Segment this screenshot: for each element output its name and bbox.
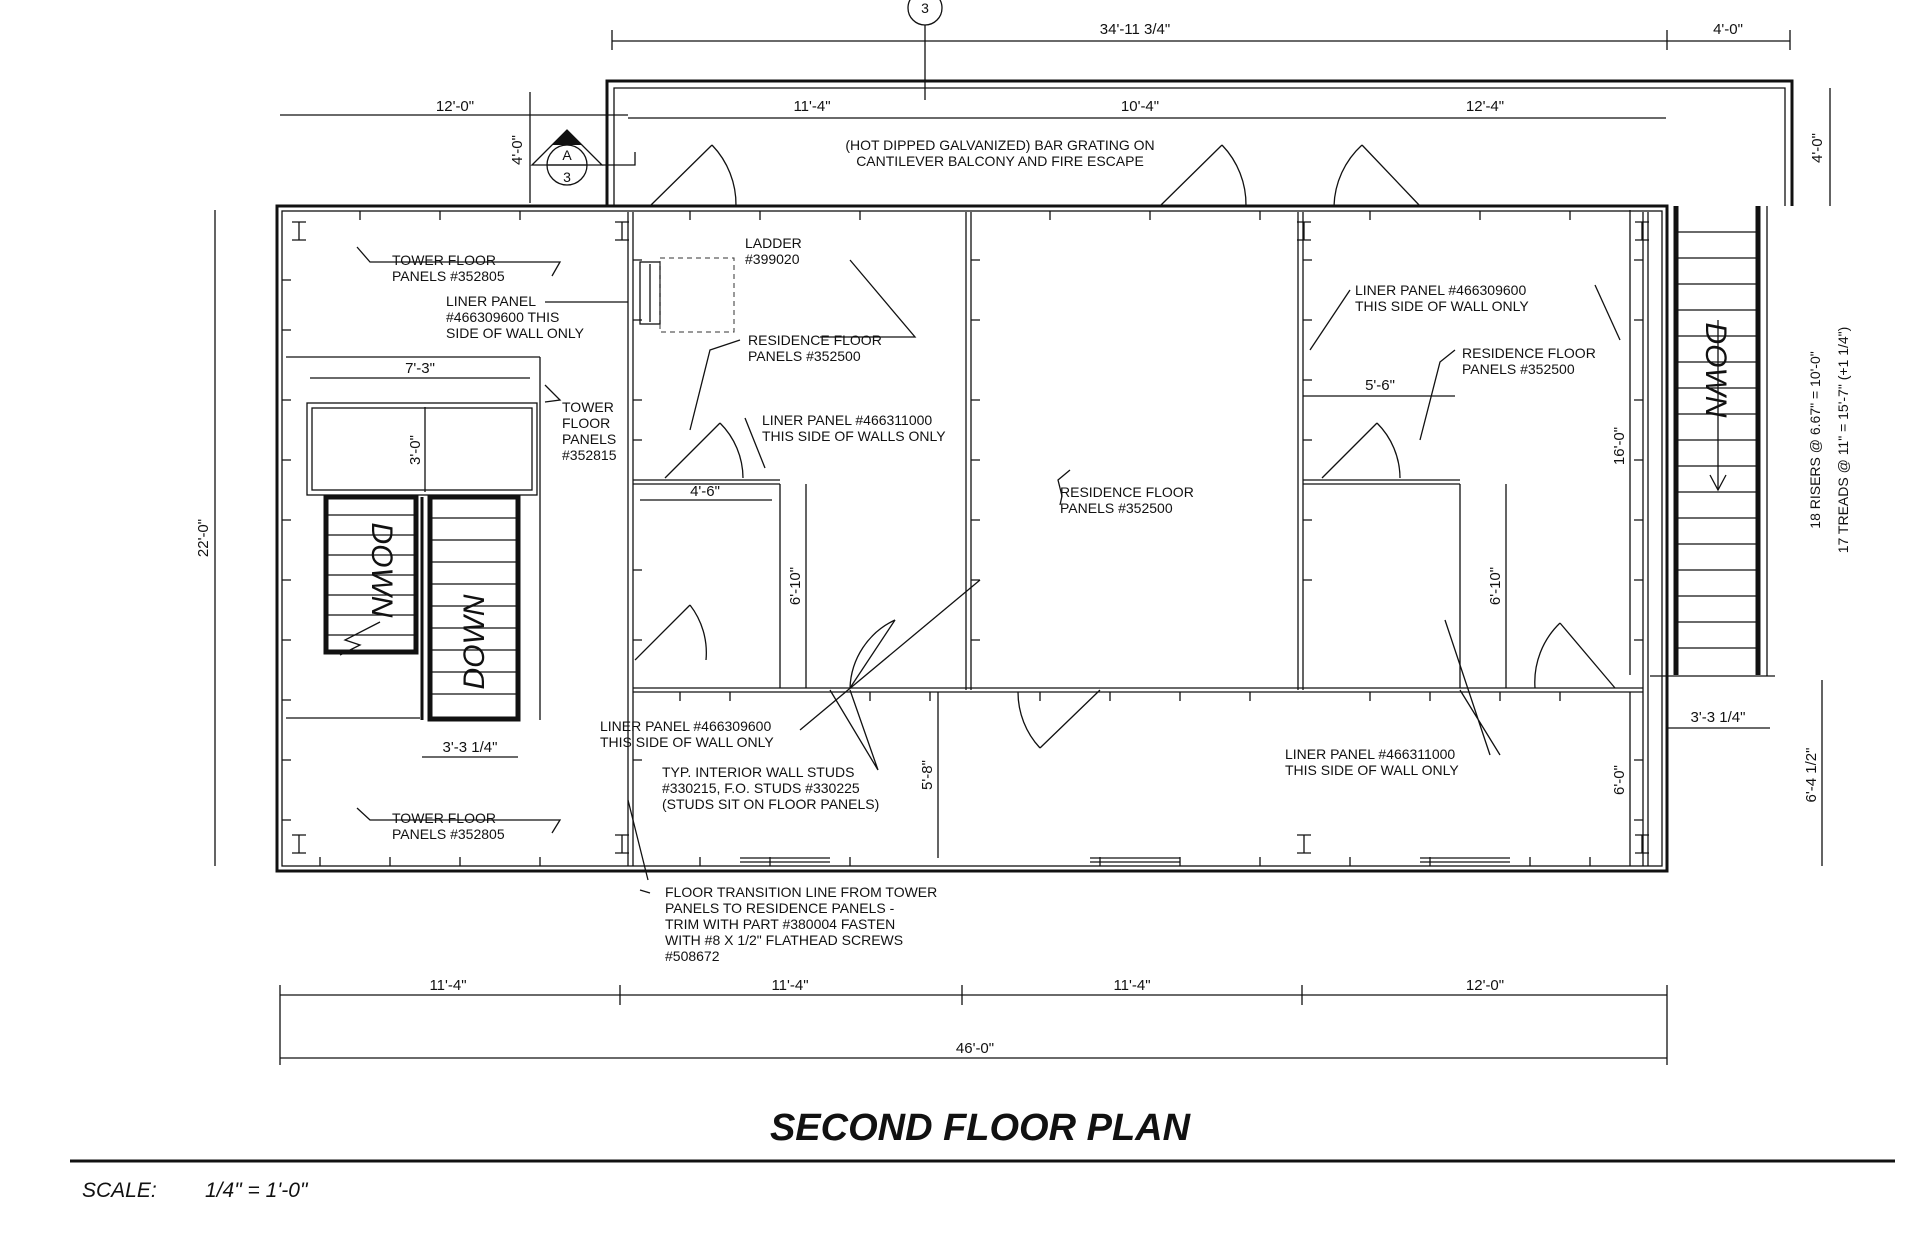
note-residence-floor-right-2: PANELS #352500 (1462, 361, 1575, 377)
note-residence-floor-left-1: RESIDENCE FLOOR (748, 332, 882, 348)
note-tower-floor-top-1: TOWER FLOOR (392, 252, 496, 268)
exterior-stair (1650, 206, 1775, 677)
stair-down-exterior: DOWN (1699, 323, 1732, 418)
note-liner-tower-3: SIDE OF WALL ONLY (446, 325, 585, 341)
dimension-lines (70, 25, 1895, 1163)
note-tower-floor-bottom-2: PANELS #352805 (392, 826, 505, 842)
dim-balcony-depth-right: 4'-0" (1809, 133, 1826, 163)
note-residence-floor-left-2: PANELS #352500 (748, 348, 861, 364)
note-balcony-1: (HOT DIPPED GALVANIZED) BAR GRATING ON (845, 137, 1154, 153)
dim-bath-right-6-10: 6'-10" (1487, 567, 1504, 605)
dim-right-6ft: 6'-0" (1611, 765, 1628, 795)
dim-bath-left-4-6: 4'-6" (690, 483, 720, 500)
stair-down-tower-left: DOWN (365, 523, 398, 618)
plan-notes: (HOT DIPPED GALVANIZED) BAR GRATING ON C… (392, 137, 1596, 964)
dim-tower-stair-3-0: 3'-0" (407, 435, 424, 465)
interior-walls (627, 212, 1649, 866)
dim-right-16ft: 16'-0" (1611, 427, 1628, 465)
doors (634, 144, 1616, 749)
note-ladder-1: LADDER (745, 235, 802, 251)
scale-label: SCALE: (82, 1179, 157, 1202)
note-tower-floor-mid-3: PANELS (562, 431, 616, 447)
note-residence-floor-center-2: PANELS #352500 (1060, 500, 1173, 516)
dim-ext-stair-6-4: 6'-4 1/2" (1803, 748, 1820, 803)
dim-balcony-11-4: 11'-4" (793, 98, 830, 115)
dim-bath-right-5-6: 5'-6" (1365, 377, 1395, 394)
dim-height-22ft: 22'-0" (195, 519, 212, 557)
dim-balcony-depth-left: 4'-0" (509, 135, 526, 165)
note-tower-floor-mid-2: FLOOR (562, 415, 610, 431)
ladder (639, 257, 735, 333)
stair-down-tower-right: DOWN (458, 594, 491, 689)
dim-tower-stair-7-3: 7'-3" (405, 360, 435, 377)
dim-bottom-11-4-a: 11'-4" (429, 977, 466, 994)
note-floor-transition-4: WITH #8 X 1/2" FLATHEAD SCREWS (665, 932, 903, 948)
dim-bottom-11-4-b: 11'-4" (771, 977, 808, 994)
note-liner-right-top-2: THIS SIDE OF WALL ONLY (1355, 298, 1529, 314)
scale-value: 1/4" = 1'-0" (205, 1179, 309, 1202)
note-studs-1: TYP. INTERIOR WALL STUDS (662, 764, 854, 780)
dim-top-overall: 34'-11 3/4" (1100, 21, 1170, 38)
note-tower-floor-mid-1: TOWER (562, 399, 614, 415)
dim-balcony-10-4: 10'-4" (1121, 98, 1159, 115)
dim-bath-left-6-10: 6'-10" (787, 567, 804, 605)
dim-balcony-12-4: 12'-4" (1466, 98, 1504, 115)
dim-hall-5-8: 5'-8" (919, 760, 936, 790)
steel-columns (292, 221, 1649, 854)
note-tower-floor-top-2: PANELS #352805 (392, 268, 505, 284)
dim-bottom-11-4-c: 11'-4" (1113, 977, 1150, 994)
stair-treads: 17 TREADS @ 11" = 15'-7" (+1 1/4") (1835, 327, 1851, 554)
note-studs-2: #330215, F.O. STUDS #330225 (662, 780, 860, 796)
note-liner-bottom-left-1: LINER PANEL #466309600 (600, 718, 771, 734)
dim-bottom-overall: 46'-0" (956, 1040, 994, 1057)
dimension-texts: 34'-11 3/4" 4'-0" 12'-0" 11'-4" 10'-4" 1… (195, 21, 1826, 1057)
section-marker-number: 3 (563, 169, 571, 185)
note-leaders (356, 246, 1621, 894)
note-balcony-2: CANTILEVER BALCONY AND FIRE ESCAPE (856, 153, 1144, 169)
note-liner-tower-1: LINER PANEL (446, 293, 536, 309)
note-floor-transition-3: TRIM WITH PART #380004 FASTEN (665, 916, 895, 932)
dim-tower-stair-3-3: 3'-3 1/4" (443, 739, 498, 756)
floor-transition-line (627, 799, 649, 881)
note-liner-bottom-right-1: LINER PANEL #466311000 (1285, 746, 1455, 762)
wall-stud-ticks (282, 211, 1643, 866)
stair-risers: 18 RISERS @ 6.67" = 10'-0" (1807, 351, 1823, 528)
drawing-title: SECOND FLOOR PLAN (770, 1107, 1192, 1149)
note-floor-transition-1: FLOOR TRANSITION LINE FROM TOWER (665, 884, 937, 900)
note-liner-bath-left-2: THIS SIDE OF WALLS ONLY (762, 428, 946, 444)
note-studs-3: (STUDS SIT ON FLOOR PANELS) (662, 796, 879, 812)
dim-bottom-12-0: 12'-0" (1466, 977, 1504, 994)
note-floor-transition-2: PANELS TO RESIDENCE PANELS - (665, 900, 895, 916)
tower-stair (286, 356, 541, 722)
balcony-outline (605, 79, 1794, 206)
note-residence-floor-center-1: RESIDENCE FLOOR (1060, 484, 1194, 500)
dim-ext-stair-3-3: 3'-3 1/4" (1691, 709, 1746, 726)
note-floor-transition-5: #508672 (665, 948, 720, 964)
dim-top-right-4ft: 4'-0" (1713, 21, 1743, 38)
note-residence-floor-right-1: RESIDENCE FLOOR (1462, 345, 1596, 361)
note-liner-right-top-1: LINER PANEL #466309600 (1355, 282, 1526, 298)
section-marker-top: 3 (907, 0, 943, 26)
note-ladder-2: #399020 (745, 251, 800, 267)
note-liner-bottom-right-2: THIS SIDE OF WALL ONLY (1285, 762, 1459, 778)
section-marker-top-number: 3 (921, 0, 929, 16)
note-tower-floor-bottom-1: TOWER FLOOR (392, 810, 496, 826)
note-liner-bottom-left-2: THIS SIDE OF WALL ONLY (600, 734, 774, 750)
dim-left-top-12ft: 12'-0" (436, 98, 474, 115)
note-tower-floor-mid-4: #352815 (562, 447, 617, 463)
note-liner-tower-2: #466309600 THIS (446, 309, 559, 325)
stair-labels: DOWN DOWN DOWN 18 RISERS @ 6.67" = 10'-0… (365, 323, 1851, 690)
windows (740, 857, 1510, 863)
section-marker-letter: A (562, 147, 572, 163)
section-marker-a3: A 3 (530, 129, 636, 186)
note-liner-bath-left-1: LINER PANEL #466311000 (762, 412, 932, 428)
